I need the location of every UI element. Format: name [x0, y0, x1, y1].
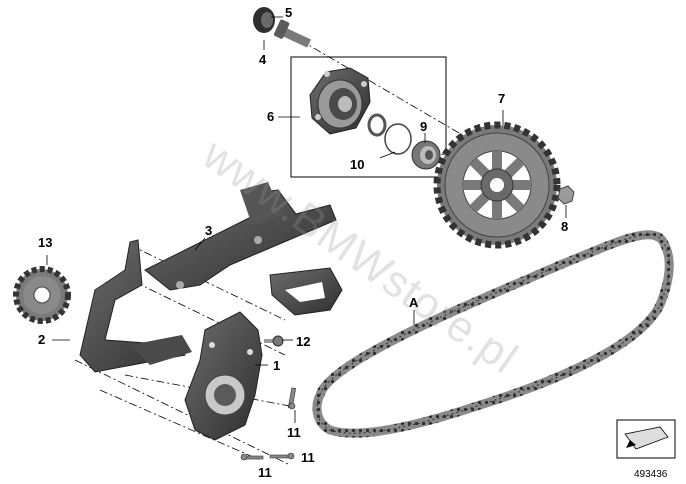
callout-2: 2: [38, 332, 46, 347]
callout-13: 13: [38, 235, 53, 250]
bearing-part: [411, 140, 441, 170]
callout-10: 10: [350, 157, 365, 172]
callout-5: 5: [285, 5, 293, 20]
callout-11-c: 11: [258, 465, 272, 480]
circlip-part: [367, 113, 387, 137]
callout-A: A: [409, 295, 419, 310]
cap-nut-part: [253, 7, 275, 33]
callout-11-a: 11: [287, 425, 301, 440]
drive-chain-part: [312, 230, 674, 438]
callout-11-b: 11: [301, 450, 315, 465]
rear-sprocket-part: [433, 121, 561, 249]
front-sprocket-part: [13, 266, 71, 324]
diagram-number: 493436: [634, 469, 668, 480]
callout-1: 1: [273, 358, 281, 373]
screws-11-part: [240, 387, 297, 461]
chain-guard-part: [144, 182, 343, 316]
bolt-part: [273, 19, 312, 48]
callout-3: 3: [205, 223, 213, 238]
callout-7: 7: [498, 91, 506, 106]
callout-8: 8: [561, 219, 569, 234]
retaining-ring-part: [384, 123, 412, 155]
callout-9: 9: [420, 119, 428, 134]
callout-12: 12: [296, 334, 311, 349]
callout-4: 4: [259, 52, 267, 67]
hub-carrier-part: [309, 67, 371, 135]
view-direction-icon: [616, 419, 676, 459]
alignment-lines: [74, 39, 566, 466]
screw-12-part: [264, 335, 284, 347]
sprocket-cover-part: [184, 311, 263, 441]
nut-part: [557, 185, 575, 205]
callout-6: 6: [267, 109, 275, 124]
leader-lines: [46, 16, 567, 423]
chain-slider-part: [79, 239, 192, 373]
